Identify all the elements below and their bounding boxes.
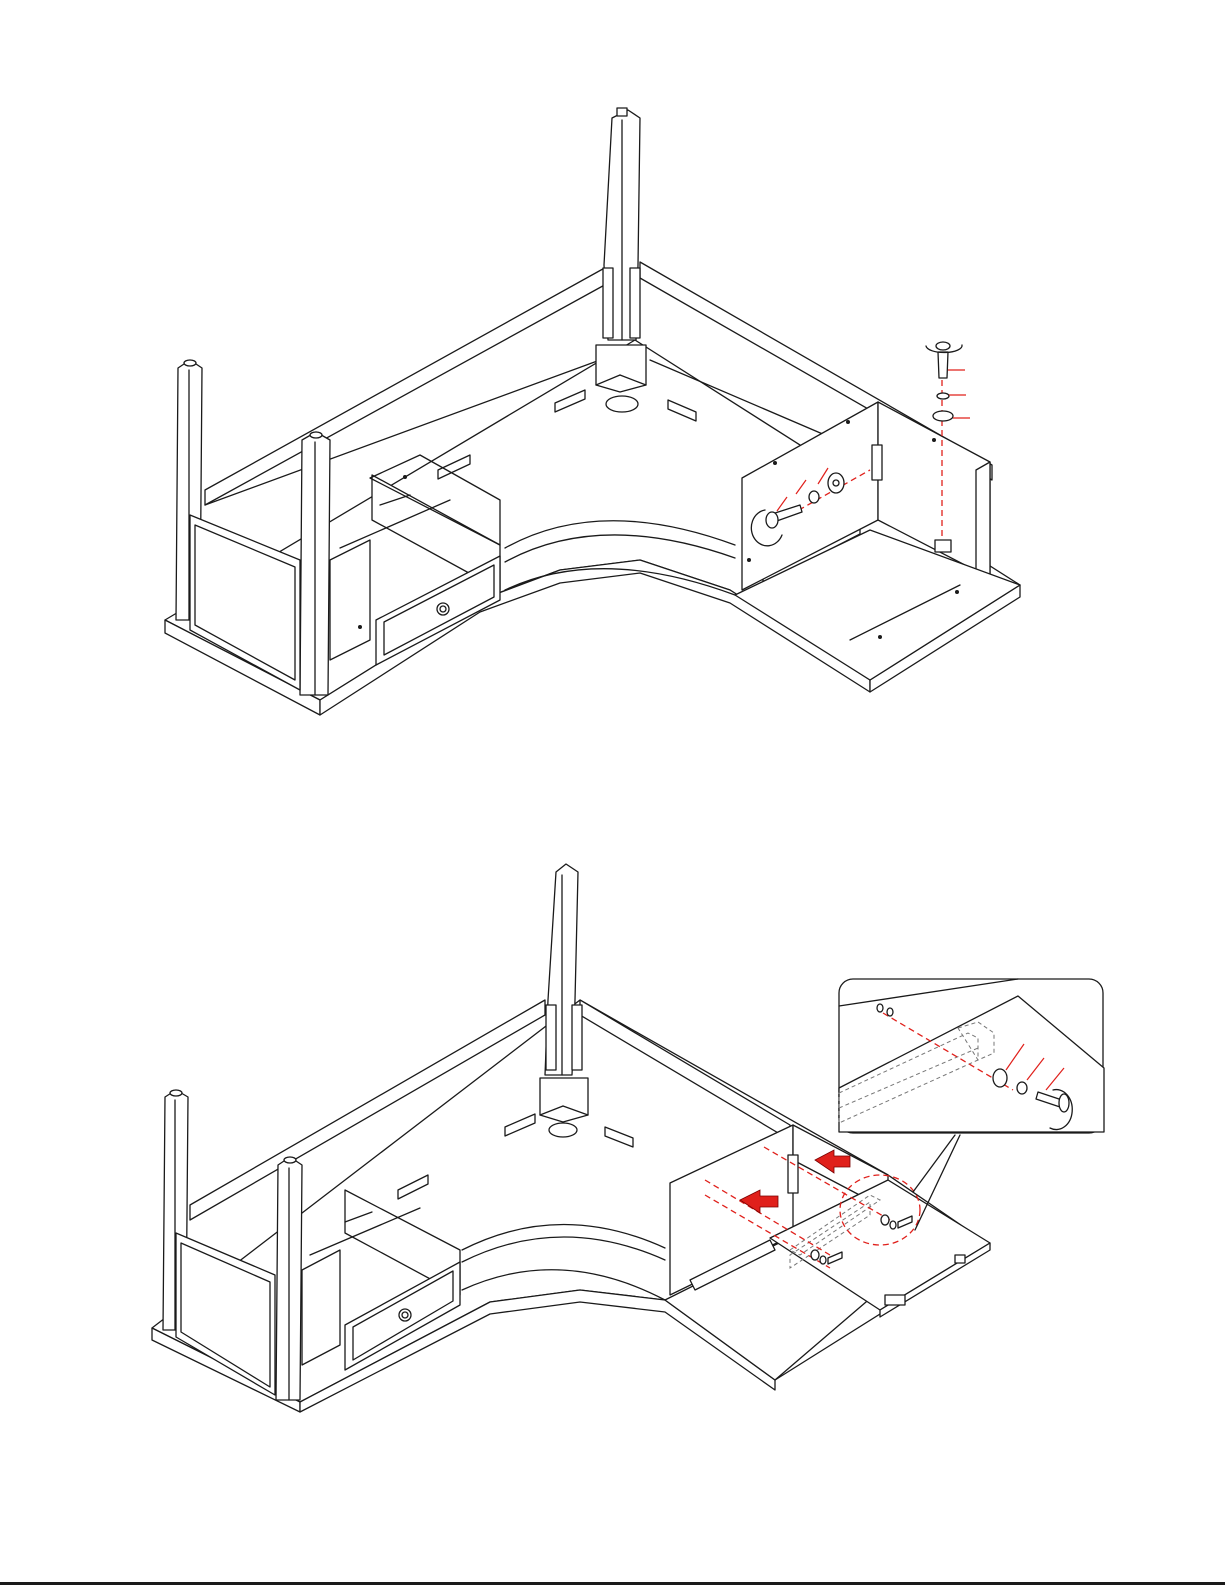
grommet-hole <box>606 396 638 412</box>
center-leg <box>545 864 582 1075</box>
assembly-step-upper <box>0 0 1225 760</box>
drawer-knob <box>399 1309 411 1321</box>
assembly-step-lower <box>0 850 1225 1580</box>
left-leg-front <box>276 1157 302 1400</box>
drawer-knob <box>437 603 449 615</box>
lock-washer <box>809 491 819 503</box>
flat-washer <box>933 411 953 421</box>
center-leg <box>603 108 640 340</box>
left-leg-front <box>300 432 330 695</box>
corner-block <box>540 1078 588 1122</box>
flat-washer <box>828 473 844 493</box>
flat-washer <box>993 1069 1007 1087</box>
grommet-hole <box>549 1123 577 1137</box>
lock-washer <box>1017 1082 1027 1094</box>
bolt <box>938 352 948 378</box>
detail-callout <box>838 978 1106 1136</box>
lock-washer <box>937 393 949 399</box>
corner-block <box>596 345 646 392</box>
